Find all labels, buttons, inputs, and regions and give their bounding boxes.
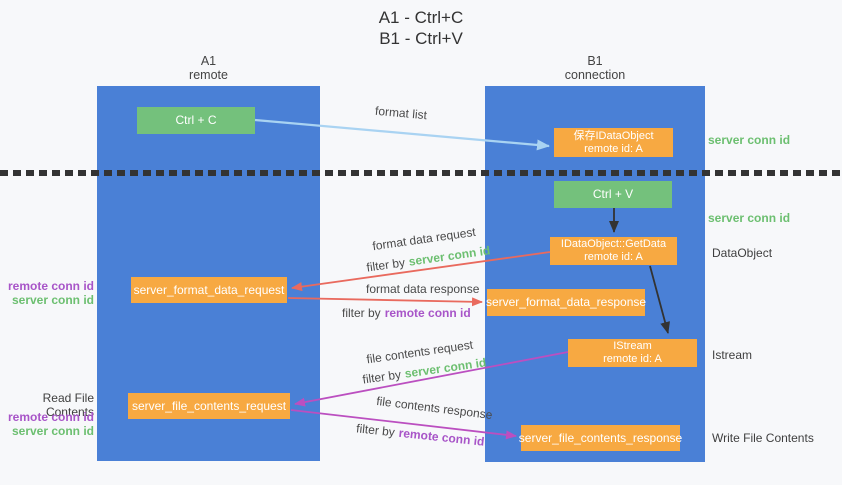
format-request-label: server_format_data_request	[133, 282, 285, 297]
file-response-label: server_file_contents_response	[518, 430, 683, 445]
column-header-a1: A1 remote	[97, 54, 320, 82]
title-line-2: B1 - Ctrl+V	[379, 29, 463, 48]
filter-key-server-conn-id: server conn id	[407, 243, 492, 269]
server-conn-id-label-mid: server conn id	[708, 211, 791, 225]
istream-line1: IStream	[613, 340, 652, 352]
arrow-label-file-contents-response: file contents response	[375, 393, 494, 423]
write-file-contents-label: Write File Contents	[712, 431, 814, 445]
filter-by-text: filter by	[355, 421, 396, 440]
istream-line2: remote id: A	[603, 353, 662, 365]
save-dataobject-line2: remote id: A	[584, 142, 643, 155]
title-line-1: A1 - Ctrl+C	[378, 8, 464, 27]
save-dataobject-line1: 保存IDataObject	[573, 129, 654, 142]
ctrl-c-label: Ctrl + C	[175, 113, 217, 127]
server-format-data-response-box: server_format_data_response	[485, 289, 647, 316]
ctrl-v-box: Ctrl + V	[554, 181, 672, 208]
server-conn-id-label-top: server conn id	[708, 133, 791, 147]
diagram-title: A1 - Ctrl+C B1 - Ctrl+V	[0, 7, 842, 49]
arrow-label-format-list: format list	[374, 103, 428, 123]
server-conn-id-label: server conn id	[11, 424, 94, 438]
server-conn-id-label: server conn id	[11, 293, 94, 307]
column-a1-subtitle: remote	[189, 68, 228, 82]
filter-key-remote-conn-id: remote conn id	[384, 306, 471, 320]
arrow-label-format-data-response: format data response	[366, 282, 480, 296]
column-header-b1: B1 connection	[485, 54, 705, 82]
left-file-conn-ids: remote conn id server conn id	[0, 410, 94, 438]
filter-by-text: filter by	[365, 255, 406, 275]
filter-by-text: filter by	[342, 306, 381, 320]
ctrl-v-label: Ctrl + V	[592, 187, 634, 201]
remote-conn-id-label: remote conn id	[7, 410, 94, 424]
left-format-conn-ids: remote conn id server conn id	[0, 279, 94, 307]
file-request-label: server_file_contents_request	[131, 398, 287, 413]
column-b1-name: B1	[587, 54, 603, 68]
remote-conn-id-label: remote conn id	[7, 279, 94, 293]
getdata-line2: remote id: A	[584, 251, 643, 263]
dataobject-label: DataObject	[712, 246, 773, 260]
read-file-contents-label: Read File Contents	[42, 391, 94, 419]
server-format-data-request-box: server_format_data_request	[131, 277, 287, 303]
istream-box: IStream remote id: A	[568, 339, 697, 367]
server-file-contents-response-box: server_file_contents_response	[518, 425, 683, 451]
dotted-divider-line	[0, 170, 842, 176]
ctrl-c-box: Ctrl + C	[137, 107, 255, 134]
idataobject-getdata-box: IDataObject::GetData remote id: A	[550, 237, 677, 265]
format-response-label: server_format_data_response	[485, 295, 647, 309]
istream-label: Istream	[712, 348, 753, 362]
column-b1-subtitle: connection	[564, 68, 626, 82]
server-file-contents-request-box: server_file_contents_request	[128, 393, 290, 419]
save-dataobject-box: 保存IDataObject remote id: A	[554, 128, 673, 157]
filter-key-remote-conn-id: remote conn id	[398, 425, 486, 449]
filter-by-text: filter by	[361, 367, 402, 387]
column-a1-name: A1	[200, 54, 217, 68]
getdata-line1: IDataObject::GetData	[560, 238, 667, 250]
